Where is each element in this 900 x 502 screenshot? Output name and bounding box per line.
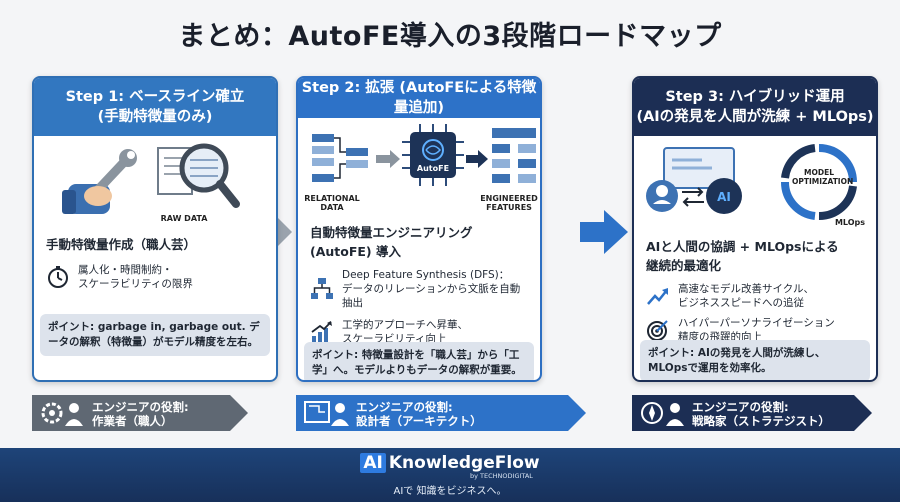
step-3-subheading-line1: AIと人間の協調 + MLOpsによる xyxy=(646,239,839,254)
step-3-point-1: 高速なモデル改善サイクル、 ビジネススピードへの追従 xyxy=(634,282,876,310)
human-ai-collaboration-icon: AI xyxy=(646,147,742,214)
step-2-subheading: 自動特徴量エンジニアリング (AutoFE) 導入 xyxy=(310,225,473,259)
compass-person-icon xyxy=(641,402,684,426)
hierarchy-icon xyxy=(311,278,333,299)
step-1-point-1-line2: スケーラビリティの限界 xyxy=(78,278,193,290)
step-1-role-label: エンジニアの役割: xyxy=(92,400,189,414)
step-2-role-ribbon: エンジニアの役割: 設計者（アーキテクト） xyxy=(296,395,586,431)
engineered-features-icon xyxy=(492,128,536,183)
ribbon-background xyxy=(632,395,872,431)
magnifier-icon xyxy=(157,143,240,208)
step-1-point-1: 属人化・時間制約・ スケーラビリティの限界 xyxy=(34,263,276,291)
trend-up-icon xyxy=(647,288,668,305)
step-arrow-2-icon xyxy=(580,210,628,254)
page-title: まとめ：AutoFE導入の3段階ロードマップ xyxy=(178,21,722,52)
target-icon xyxy=(647,320,668,341)
brand-name: KnowledgeFlow xyxy=(388,453,540,473)
step-1-role-text: エンジニアの役割: 作業者（職人） xyxy=(92,400,189,428)
step-3-subtitle: (AIの発見を人間が洗練 + MLOps) xyxy=(636,109,874,125)
step-2-point-1-line1: Deep Feature Synthesis (DFS)： xyxy=(342,269,510,281)
step-1-card: Step 1: ベースライン確立 (手動特徴量のみ) RAW DATA 手動特徴… xyxy=(32,76,278,382)
step-1-subtitle: (手動特徴量のみ) xyxy=(97,109,213,125)
gear-person-icon xyxy=(41,402,83,426)
step-2-point-1-line2: データのリレーションから文脈を自動抽出 xyxy=(342,283,521,309)
step-2-role-value: 設計者（アーキテクト） xyxy=(356,414,482,428)
step-3-note: ポイント: AIの発見を人間が洗練し、MLOpsで運用を効率化。 xyxy=(640,340,870,380)
step-2-role-text: エンジニアの役割: 設計者（アーキテクト） xyxy=(356,400,482,428)
step-1-header: Step 1: ベースライン確立 (手動特徴量のみ) xyxy=(34,78,276,136)
step-2-point-2-line1: 工学的アプローチへ昇華、 xyxy=(342,319,468,331)
optimization-cycle-icon xyxy=(780,144,857,221)
blueprint-person-icon xyxy=(304,401,349,426)
step-2-illustration: AutoFE RELATIONAL DATA ENGINEERED FEATUR… xyxy=(298,118,540,228)
step-3-header: Step 3: ハイブリッド運用 (AIの発見を人間が洗練 + MLOps) xyxy=(634,78,876,136)
step-1-subheading: 手動特徴量作成（職人芸） xyxy=(46,237,197,252)
brand-ai-mark: AI xyxy=(360,453,386,473)
stopwatch-icon xyxy=(48,266,68,288)
step-2-point-1: Deep Feature Synthesis (DFS)： データのリレーション… xyxy=(298,268,540,310)
step-3-illustration: AI MODEL OPTIMIZATION MLOps xyxy=(634,136,876,232)
step-1-role-value: 作業者（職人） xyxy=(92,414,173,428)
step-3-point-1-line1: 高速なモデル改善サイクル、 xyxy=(678,283,814,295)
engineered-features-label: ENGINEERED FEATURES xyxy=(480,194,538,212)
step-3-role-text: エンジニアの役割: 戦略家（ストラテジスト） xyxy=(692,400,830,428)
raw-data-label: RAW DATA xyxy=(160,214,208,223)
step-1-note: ポイント: garbage in, garbage out. データの解釈（特徴… xyxy=(40,314,270,356)
step-1-illustration: RAW DATA xyxy=(34,136,276,228)
step-1-point-1-line1: 属人化・時間制約・ xyxy=(78,264,173,276)
step-3-role-ribbon: エンジニアの役割: 戦略家（ストラテジスト） xyxy=(632,395,872,431)
step-2-header: Step 2: 拡張 (AutoFEによる特徴量追加) xyxy=(298,78,540,118)
step-3-title: Step 3: ハイブリッド運用 xyxy=(665,89,845,105)
footer-tagline: AIで 知識をビジネスへ。 xyxy=(393,486,507,497)
step-2-card: Step 2: 拡張 (AutoFEによる特徴量追加) AutoFE xyxy=(296,76,542,382)
step-3-role-value: 戦略家（ストラテジスト） xyxy=(692,414,830,428)
step-3-role-label: エンジニアの役割: xyxy=(692,400,789,414)
step-3-point-1-line2: ビジネススピードへの追従 xyxy=(678,297,804,309)
wrench-icon xyxy=(62,149,137,214)
ribbon-background xyxy=(32,395,248,431)
ai-head-label: AI xyxy=(717,190,731,204)
growth-chart-icon xyxy=(311,321,332,343)
step-3-point-2-line1: ハイパーパーソナライゼーション xyxy=(678,317,835,329)
step-1-title: Step 1: ベースライン確立 xyxy=(65,89,245,105)
brand-byline: by TECHNODIGITAL xyxy=(470,472,533,480)
step-2-title: Step 2: 拡張 (AutoFEによる特徴量追加) xyxy=(301,80,537,116)
step-1-role-ribbon: エンジニアの役割: 作業者（職人） xyxy=(32,395,248,431)
ai-chip-icon xyxy=(402,124,464,186)
arrow-right-icon xyxy=(466,150,488,168)
ribbon-background xyxy=(296,395,586,431)
arrow-right-icon xyxy=(376,150,400,168)
mlops-label: MLOps xyxy=(834,218,866,227)
model-optimization-label: MODEL OPTIMIZATION xyxy=(792,168,854,186)
step-3-subheading-line2: 継続的最適化 xyxy=(646,258,722,273)
step-2-role-label: エンジニアの役割: xyxy=(356,400,453,414)
relational-data-icon xyxy=(312,134,368,182)
autofe-chip-label: AutoFE xyxy=(416,164,450,173)
step-2-note: ポイント: 特徴量設計を「職人芸」から「工学」へ。モデルよりもデータの解釈が重要… xyxy=(304,342,534,380)
relational-data-label: RELATIONAL DATA xyxy=(304,194,360,212)
step-3-card: Step 3: ハイブリッド運用 (AIの発見を人間が洗練 + MLOps) A… xyxy=(632,76,878,382)
step-3-subheading: AIと人間の協調 + MLOpsによる 継続的最適化 xyxy=(634,236,876,274)
